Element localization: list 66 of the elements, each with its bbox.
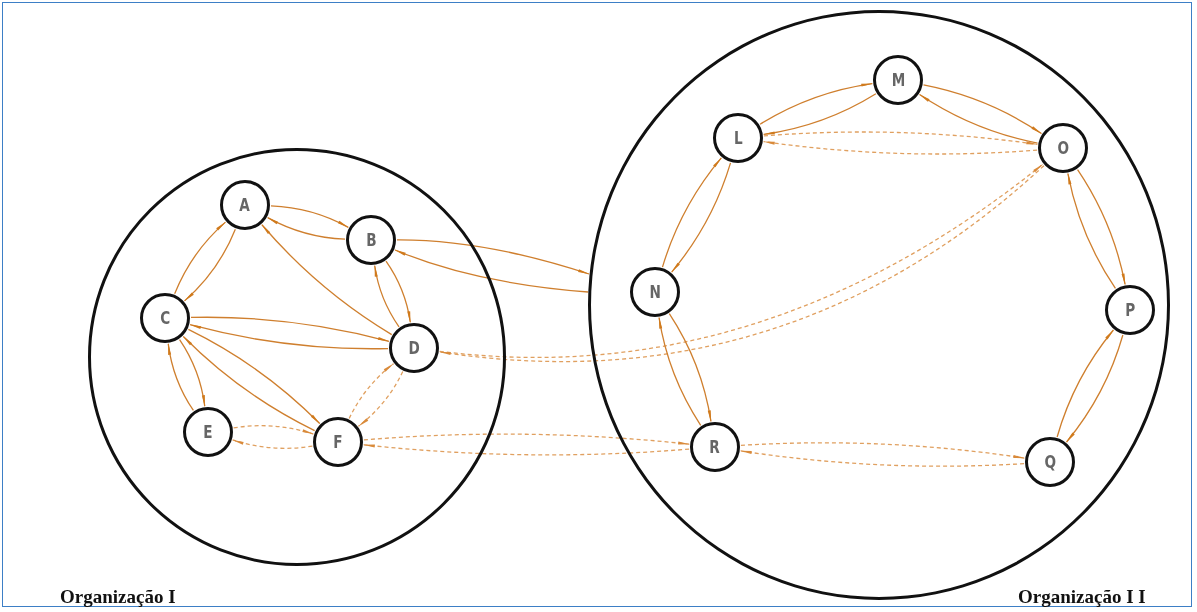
- node-letter: C: [160, 308, 170, 328]
- actor-circle: [690, 422, 740, 472]
- node-letter: P: [1125, 300, 1135, 320]
- node-letter: E: [203, 422, 213, 442]
- node-letter: B: [365, 230, 377, 250]
- arrow: [658, 316, 702, 426]
- arrow: [174, 221, 227, 295]
- dashed-arrow: [357, 370, 404, 427]
- arrow: [1065, 334, 1124, 443]
- arrow: [182, 335, 316, 432]
- node-letter: R: [709, 437, 721, 457]
- dashed-arrow: [762, 141, 1038, 155]
- dashed-arrow: [348, 363, 395, 420]
- arrow: [671, 162, 732, 273]
- dashed-arrow: [233, 425, 315, 435]
- arrow: [759, 82, 874, 125]
- node-letter: A: [239, 195, 251, 215]
- arrow: [374, 264, 400, 328]
- organization-label: Organização I: [60, 586, 176, 608]
- arrow: [183, 228, 236, 302]
- arrow: [190, 316, 390, 342]
- organization-label: Organização I I: [1018, 586, 1146, 608]
- actor-circle: [630, 267, 680, 317]
- arrow: [261, 224, 393, 336]
- node-letter: N: [649, 282, 661, 302]
- actor-circle: [313, 417, 363, 467]
- actor-circle: [1025, 437, 1075, 487]
- arrow: [394, 249, 589, 293]
- node-letter: M: [891, 70, 905, 90]
- dashed-arrow: [763, 131, 1039, 145]
- node-letter: D: [408, 338, 420, 358]
- arrow: [922, 84, 1043, 135]
- dashed-arrow: [739, 450, 1025, 467]
- arrow: [661, 157, 722, 268]
- arrow: [187, 328, 321, 425]
- actor-circle: [1038, 123, 1088, 173]
- arrow: [918, 93, 1039, 144]
- node-letter: Q: [1044, 452, 1056, 472]
- actor-circle: [1105, 285, 1155, 335]
- node-letter: F: [333, 432, 343, 452]
- arrow: [266, 216, 346, 240]
- actor-circle: [220, 180, 270, 230]
- arrow: [1067, 172, 1117, 290]
- arrow: [270, 205, 350, 229]
- dashed-arrow: [740, 442, 1026, 459]
- actor-circle: [183, 407, 233, 457]
- organization-circle: [88, 148, 506, 566]
- actor-circle: [140, 293, 190, 343]
- arrow: [762, 93, 877, 136]
- arrow: [189, 324, 389, 350]
- node-letter: L: [733, 128, 743, 148]
- arrow: [385, 260, 411, 324]
- dashed-arrow: [362, 444, 690, 456]
- arrow: [1076, 168, 1126, 286]
- actor-circle: [389, 323, 439, 373]
- dashed-arrow: [363, 433, 691, 445]
- arrow: [668, 313, 712, 423]
- dashed-arrow: [231, 439, 313, 449]
- arrow: [178, 338, 206, 408]
- node-letter: O: [1057, 138, 1069, 158]
- arrow: [167, 342, 195, 412]
- arrow: [396, 239, 590, 275]
- actor-circle: [713, 113, 763, 163]
- actor-circle: [346, 215, 396, 265]
- arrow: [1056, 329, 1115, 438]
- actor-circle: [873, 55, 923, 105]
